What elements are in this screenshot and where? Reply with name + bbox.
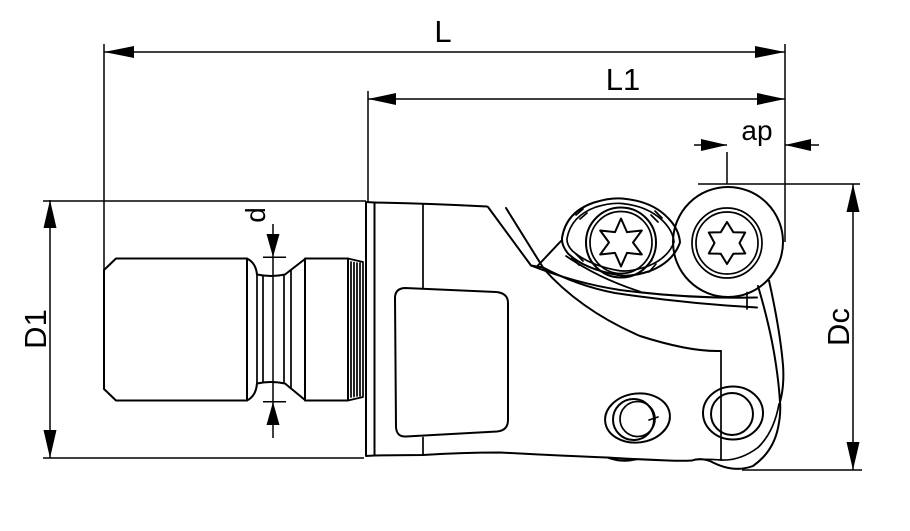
dimension-neck-diameter: d: [240, 207, 286, 438]
arrowhead-down-icon: [846, 442, 860, 470]
torx-star-icon: [599, 217, 643, 268]
round-insert-front: [672, 186, 784, 298]
lobe-inner-curve: [694, 403, 780, 461]
pocket-recess: [702, 385, 764, 441]
flute-band-lower: [542, 266, 758, 309]
body-top-edge: [373, 201, 488, 208]
round-insert: [672, 186, 784, 298]
pocket-left: [604, 392, 671, 444]
cutter-body: [365, 201, 785, 470]
arrowhead-right-icon: [755, 46, 785, 58]
bottom-edge-detail: [606, 456, 637, 462]
arrowhead-right-icon: [757, 93, 785, 105]
arrowhead-left-icon: [701, 139, 727, 151]
pocket-bore: [612, 398, 655, 441]
flute-band-upper: [530, 264, 758, 299]
torx-screw-icon: [707, 221, 747, 265]
dimension-cutting-diameter: Dc: [742, 184, 862, 471]
gash-edge: [487, 206, 544, 269]
pocket-recess: [604, 392, 671, 444]
label-ap: ap: [741, 115, 772, 146]
insert-clamp-assembly: [560, 197, 681, 279]
pocket-mark: [648, 416, 659, 421]
clamp-inner-edge: [566, 202, 675, 272]
arrowhead-up-icon: [846, 184, 860, 212]
shank-thread-block: [103, 257, 248, 402]
pilot-ring: [304, 257, 349, 402]
clamp-pocket-edge: [536, 240, 562, 268]
flute-silhouette: [542, 267, 722, 353]
arrowhead-down-icon: [43, 430, 57, 458]
arrowhead-left-icon: [368, 93, 396, 105]
arrowhead-up-icon: [266, 402, 280, 425]
label-d: d: [240, 207, 271, 223]
dimension-shank-diameter: D1: [18, 200, 366, 459]
pocket-bore-inner: [619, 400, 656, 438]
pocket-panel: [394, 287, 509, 438]
screw-head-inner: [695, 211, 759, 275]
flange: [365, 201, 376, 457]
tool-shank: [103, 257, 364, 402]
insert-edge-outer: [585, 206, 657, 279]
dimension-usable-length: L1: [367, 62, 785, 202]
clamp-notches: [571, 208, 663, 273]
pocket-right: [702, 385, 764, 441]
screw-head-outer: [691, 207, 763, 279]
dimension-depth-of-cut: ap: [694, 115, 860, 185]
arrowhead-right-icon: [785, 139, 811, 151]
arrowhead-up-icon: [43, 200, 57, 228]
label-L1: L1: [606, 62, 640, 97]
body-bottom-edge: [373, 451, 693, 462]
front-edge-outer: [768, 279, 785, 403]
neck-top-profile: [246, 257, 306, 277]
neck-bottom-profile: [246, 381, 306, 402]
insert-seat-edge: [565, 255, 641, 293]
front-edge-inner: [757, 285, 781, 403]
arrowhead-left-icon: [104, 46, 134, 58]
serration-rings: [350, 261, 364, 398]
clamp-outer-edge: [560, 197, 681, 277]
dimension-overall-length: L: [103, 14, 786, 270]
label-L: L: [434, 14, 451, 49]
arrowhead-down-icon: [266, 234, 280, 257]
serration-chamfers: [347, 257, 364, 402]
label-D1: D1: [18, 309, 53, 349]
insert-edge-inner: [589, 210, 653, 275]
pocket-bore: [710, 392, 754, 436]
label-Dc: Dc: [821, 308, 856, 346]
